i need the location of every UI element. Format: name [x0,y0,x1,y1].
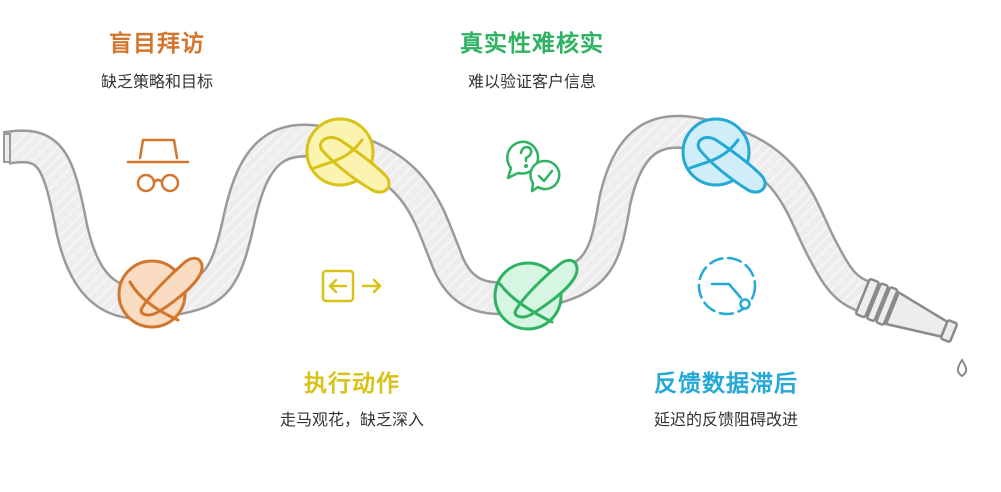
stage-3-subtitle: 难以验证客户信息 [467,72,596,91]
stage-2-title: 执行动作 [304,371,400,397]
stage-2-subtitle: 走马观花，缺乏深入 [279,410,424,429]
knot-stage-2 [305,117,391,194]
nozzle [854,277,958,343]
knot-stage-4 [681,117,767,194]
incognito-icon [126,138,190,193]
stage-4-title: 反馈数据滞后 [654,371,798,397]
knot-stage-1 [117,256,204,329]
question-chat-icon [506,140,561,193]
stage-1-title: 盲目拜访 [109,31,205,57]
stage-4-subtitle: 延迟的反馈阻碍改进 [653,410,798,429]
stage-1-subtitle: 缺乏策略和目标 [100,72,213,91]
stage-3-title: 真实性难核实 [460,31,604,57]
arrow-right-box-icon [321,269,382,303]
knot-stage-3 [493,258,579,331]
delayed-clock-icon [697,256,757,316]
water-drop-icon [956,358,968,378]
